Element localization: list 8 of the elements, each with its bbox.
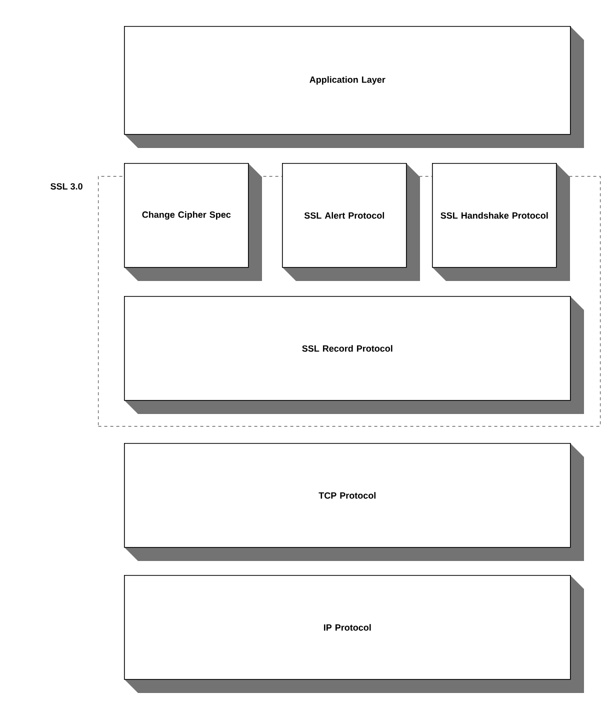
layer-block: SSL Record Protocol (124, 296, 584, 414)
layer-block: Change Cipher Spec (124, 163, 262, 281)
group-label: SSL 3.0 (50, 183, 82, 190)
layer-block: TCP Protocol (124, 443, 584, 561)
layer-block: SSL Handshake Protocol (432, 163, 570, 281)
layer-block: SSL Alert Protocol (282, 163, 420, 281)
layer-block: Application Layer (124, 26, 584, 148)
layer-block: IP Protocol (124, 575, 584, 693)
